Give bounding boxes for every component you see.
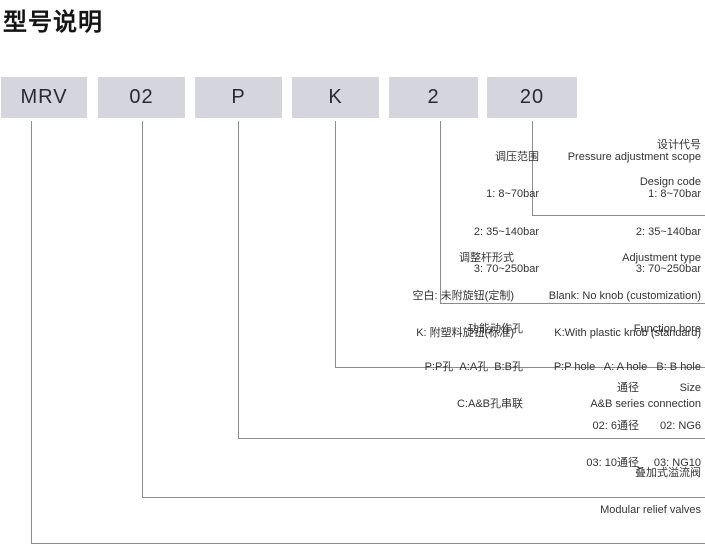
code-box-mrv: MRV xyxy=(1,77,87,118)
size-row-2: 03: 10通径 03: NG10 xyxy=(586,456,701,469)
product-en: Modular relief valves xyxy=(600,503,701,516)
function-bore-row-2: C:A&B孔串联 A&B series connection xyxy=(456,397,701,410)
section-function-bore: 功能动作孔 Function bore P:P孔 A:A孔 B:B孔 P:P h… xyxy=(425,299,701,435)
connector-line-pressure xyxy=(440,121,441,303)
shelf-line-product xyxy=(31,543,705,544)
connector-line-mrv xyxy=(31,121,32,543)
connector-line-design-code xyxy=(532,121,533,215)
code-box-design-code: 20 xyxy=(487,77,577,118)
code-box-pressure: 2 xyxy=(389,77,478,118)
section-pressure: 调压范围 Pressure adjustment scope 1: 8~70ba… xyxy=(474,126,701,300)
adjustment-row-2: K: 附塑料旋钮(标准) K:With plastic knob (standa… xyxy=(416,326,701,339)
connector-line-adjustment xyxy=(335,121,336,367)
code-box-adjustment-label: K xyxy=(328,86,343,108)
pressure-row-2: 2: 35~140bar 2: 35~140bar xyxy=(473,225,701,238)
section-size: 通径 Size 02: 6通径 02: NG6 03: 10通径 03: NG1… xyxy=(586,358,701,494)
code-box-mrv-label: MRV xyxy=(20,86,68,108)
connector-line-size xyxy=(142,121,143,497)
pressure-row-1: 1: 8~70bar 1: 8~70bar xyxy=(486,188,701,201)
shelf-line-function-bore xyxy=(238,438,705,439)
design-code-cn: 设计代号 xyxy=(657,138,701,151)
function-bore-header: 功能动作孔 Function bore xyxy=(468,323,701,336)
shelf-line-adjustment xyxy=(335,367,705,368)
function-bore-row-1: P:P孔 A:A孔 B:B孔 P:P hole A: A hole B: B h… xyxy=(424,360,701,373)
shelf-line-pressure xyxy=(440,303,705,304)
design-code-en: Design code xyxy=(639,175,701,188)
code-box-size: 02 xyxy=(98,77,185,118)
adjustment-header: 调整杆形式 Adjustment type xyxy=(459,252,701,265)
code-box-function-bore-label: P xyxy=(231,86,246,108)
size-row-1: 02: 6通径 02: NG6 xyxy=(592,419,701,432)
code-box-size-label: 02 xyxy=(129,86,154,108)
shelf-line-design-code xyxy=(532,215,705,216)
section-product: 叠加式溢流阀 Modular relief valves xyxy=(600,442,701,541)
product-cn: 叠加式溢流阀 xyxy=(635,466,701,479)
connector-line-function-bore xyxy=(238,121,239,438)
pressure-row-3: 3: 70~250bar 3: 70~250bar xyxy=(473,262,701,275)
code-box-design-code-label: 20 xyxy=(519,86,545,108)
adjustment-row-1: 空白: 未附旋钮(定制) Blank: No knob (customizati… xyxy=(412,289,701,302)
code-box-adjustment: K xyxy=(292,77,379,118)
code-box-function-bore: P xyxy=(195,77,282,118)
page-title: 型号说明 xyxy=(3,9,103,36)
shelf-line-size xyxy=(142,497,705,498)
section-adjustment-type: 调整杆形式 Adjustment type 空白: 未附旋钮(定制) Blank… xyxy=(413,228,701,364)
pressure-header: 调压范围 Pressure adjustment scope xyxy=(495,151,701,164)
section-design-code: 设计代号 Design code xyxy=(640,114,701,213)
size-header: 通径 Size xyxy=(617,382,701,395)
code-box-pressure-label: 2 xyxy=(427,86,440,108)
